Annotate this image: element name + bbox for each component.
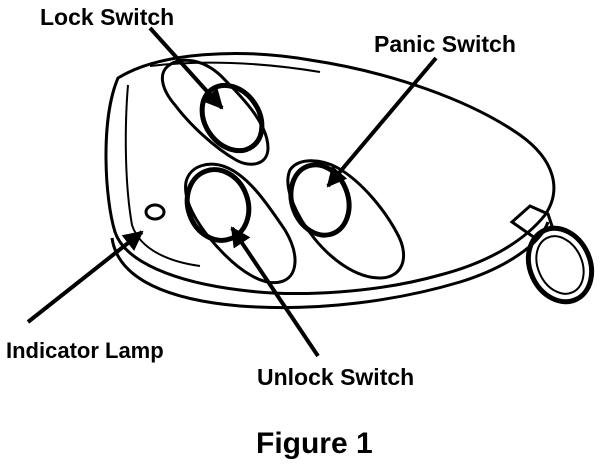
- unlock-leader-arrow: [230, 226, 320, 358]
- fob-body: [104, 52, 556, 295]
- unlock-switch-label: Unlock Switch: [257, 364, 415, 390]
- lock-switch[interactable]: [160, 58, 274, 166]
- fob-face-ridge: [124, 84, 201, 267]
- key-ring: [509, 204, 595, 305]
- panic-leader-arrow: [326, 56, 438, 188]
- panic-switch-label: Panic Switch: [374, 31, 516, 57]
- indicator-leader-arrow: [26, 230, 144, 324]
- lock-leader-arrow: [148, 26, 224, 110]
- indicator-lamp: [144, 203, 166, 221]
- indicator-lamp-label: Indicator Lamp: [6, 338, 164, 363]
- figure-caption: Figure 1: [256, 427, 373, 460]
- lock-switch-label: Lock Switch: [40, 4, 175, 30]
- panic-switch[interactable]: [281, 157, 406, 280]
- unlock-switch[interactable]: [177, 161, 297, 285]
- fob-bottom-edge: [110, 221, 550, 310]
- fob-top-highlight: [149, 61, 321, 73]
